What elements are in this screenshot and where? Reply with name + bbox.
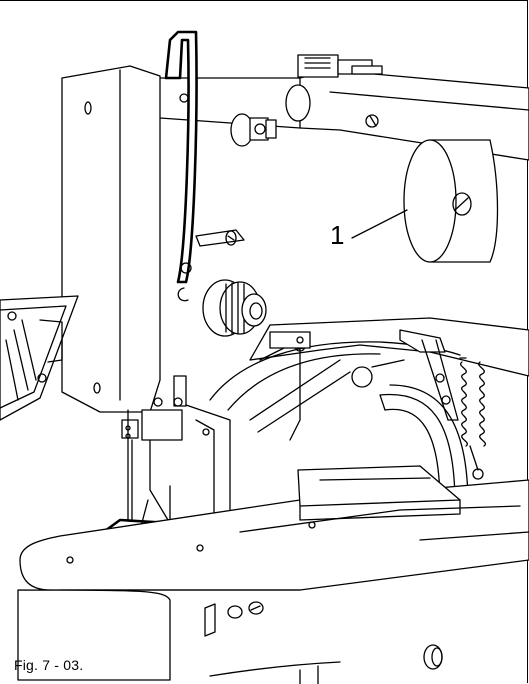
tension-spring <box>459 357 486 480</box>
left-side-panel <box>0 295 79 421</box>
bracket-frame <box>209 317 529 441</box>
machine-head <box>61 65 161 413</box>
rear-base-block <box>297 465 461 521</box>
callout-leader-line <box>351 209 408 239</box>
tension-stud-upper <box>230 113 277 147</box>
work-table <box>19 479 529 591</box>
arch-clamp <box>269 331 311 349</box>
handwheel <box>403 139 499 263</box>
callout-label-1: 1 <box>330 220 345 250</box>
thread-guide <box>164 30 198 284</box>
top-tension-assembly <box>297 54 383 78</box>
figure-caption: Fig. 7 - 03. <box>14 657 84 673</box>
tension-knob-lower <box>177 229 267 337</box>
lower-base <box>17 589 443 684</box>
lever-arm <box>399 329 459 421</box>
